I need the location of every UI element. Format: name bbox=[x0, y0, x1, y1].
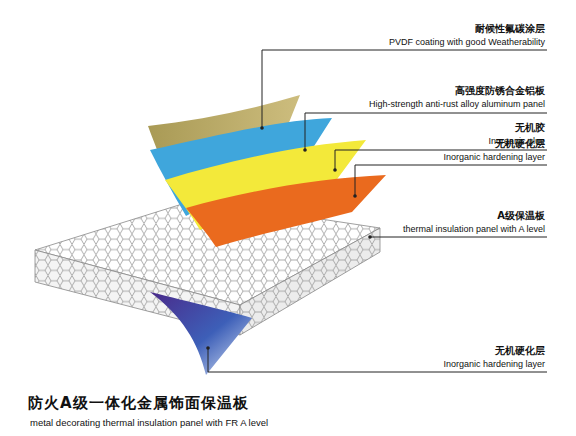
layer-name-en: PVDF coating with good Weatherability bbox=[389, 37, 545, 47]
layer-name: 无机胶 bbox=[515, 121, 545, 135]
layer-name-en: Inorganic hardening layer bbox=[443, 359, 545, 369]
diagram-caption: metal decorating thermal insulation pane… bbox=[30, 417, 268, 428]
layer-name: A级保温板 bbox=[497, 209, 545, 223]
layer-name: 高强度防锈合金铝板 bbox=[455, 84, 545, 98]
layer-name: 耐候性氟碳涂层 bbox=[475, 22, 545, 36]
layer-name-en: High-strength anti-rust alloy aluminum p… bbox=[369, 99, 545, 109]
bottom-hardening-layer bbox=[150, 292, 252, 375]
layer-name: 无机硬化层 bbox=[495, 137, 545, 151]
diagram-title: 防火A级一体化金属饰面保温板 bbox=[28, 394, 249, 413]
hardening-layer bbox=[186, 175, 386, 247]
layer-name: 无机硬化层 bbox=[495, 344, 545, 358]
board-side bbox=[240, 228, 380, 335]
leader-dots bbox=[206, 126, 372, 350]
layer-name-en: Inorganic hardening layer bbox=[443, 152, 545, 162]
layer-name-en: thermal insulation panel with A level bbox=[403, 224, 545, 234]
leader-lines bbox=[208, 50, 547, 372]
board-side-cells bbox=[240, 228, 380, 335]
